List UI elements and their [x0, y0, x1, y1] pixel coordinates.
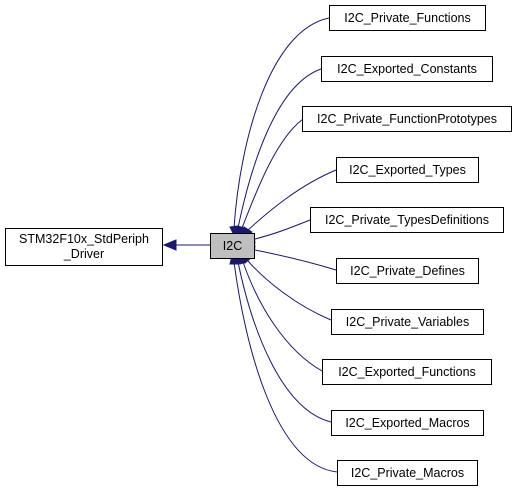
- edge-i2c-exported-functions: [242, 261, 323, 372]
- edge-i2c-private-functionprototypes: [241, 118, 304, 229]
- edge-i2c-private-typesdefinitions: [254, 219, 311, 240]
- edge-i2c-private-macros: [233, 261, 338, 473]
- edges: [174, 17, 338, 473]
- node-i2c-exported-functions[interactable]: I2C_Exported_Functions: [322, 359, 492, 385]
- child-label: I2C_Exported_Functions: [338, 365, 476, 379]
- node-i2c-private-functionprototypes[interactable]: I2C_Private_FunctionPrototypes: [302, 106, 512, 132]
- node-i2c-exported-constants[interactable]: I2C_Exported_Constants: [321, 56, 493, 82]
- node-i2c-private-defines[interactable]: I2C_Private_Defines: [336, 258, 479, 284]
- child-label: I2C_Private_FunctionPrototypes: [317, 112, 497, 126]
- edge-i2c-exported-macros: [237, 261, 332, 423]
- child-label: I2C_Private_Variables: [346, 315, 469, 329]
- child-label: I2C_Private_TypesDefinitions: [325, 213, 489, 227]
- parent-label-line2: _Driver: [63, 247, 104, 261]
- edge-i2c-exported-types: [247, 169, 337, 231]
- edge-i2c-exported-constants: [237, 68, 322, 229]
- edge-i2c-private-functions: [233, 17, 330, 229]
- current-label: I2C: [223, 239, 242, 253]
- edge-i2c-private-defines: [254, 249, 337, 271]
- node-stm32f10x-stdperiph-driver[interactable]: STM32F10x_StdPeriph _Driver: [5, 228, 163, 266]
- node-i2c-exported-types[interactable]: I2C_Exported_Types: [336, 157, 479, 183]
- node-i2c-exported-macros[interactable]: I2C_Exported_Macros: [331, 410, 484, 436]
- node-i2c-private-functions[interactable]: I2C_Private_Functions: [329, 5, 486, 31]
- child-label: I2C_Private_Functions: [344, 11, 470, 25]
- node-i2c-private-variables[interactable]: I2C_Private_Variables: [331, 309, 484, 335]
- edge-i2c-private-variables: [247, 260, 332, 321]
- child-label: I2C_Private_Defines: [350, 264, 465, 278]
- node-i2c-private-macros[interactable]: I2C_Private_Macros: [337, 460, 478, 486]
- child-label: I2C_Exported_Types: [349, 163, 466, 177]
- node-i2c-current: I2C: [210, 233, 255, 259]
- child-label: I2C_Private_Macros: [351, 466, 464, 480]
- parent-label-line1: STM32F10x_StdPeriph: [19, 232, 149, 246]
- child-label: I2C_Exported_Macros: [345, 416, 469, 430]
- child-label: I2C_Exported_Constants: [337, 62, 477, 76]
- node-i2c-private-typesdefinitions[interactable]: I2C_Private_TypesDefinitions: [310, 207, 504, 233]
- arrowhead-parent: [162, 239, 177, 251]
